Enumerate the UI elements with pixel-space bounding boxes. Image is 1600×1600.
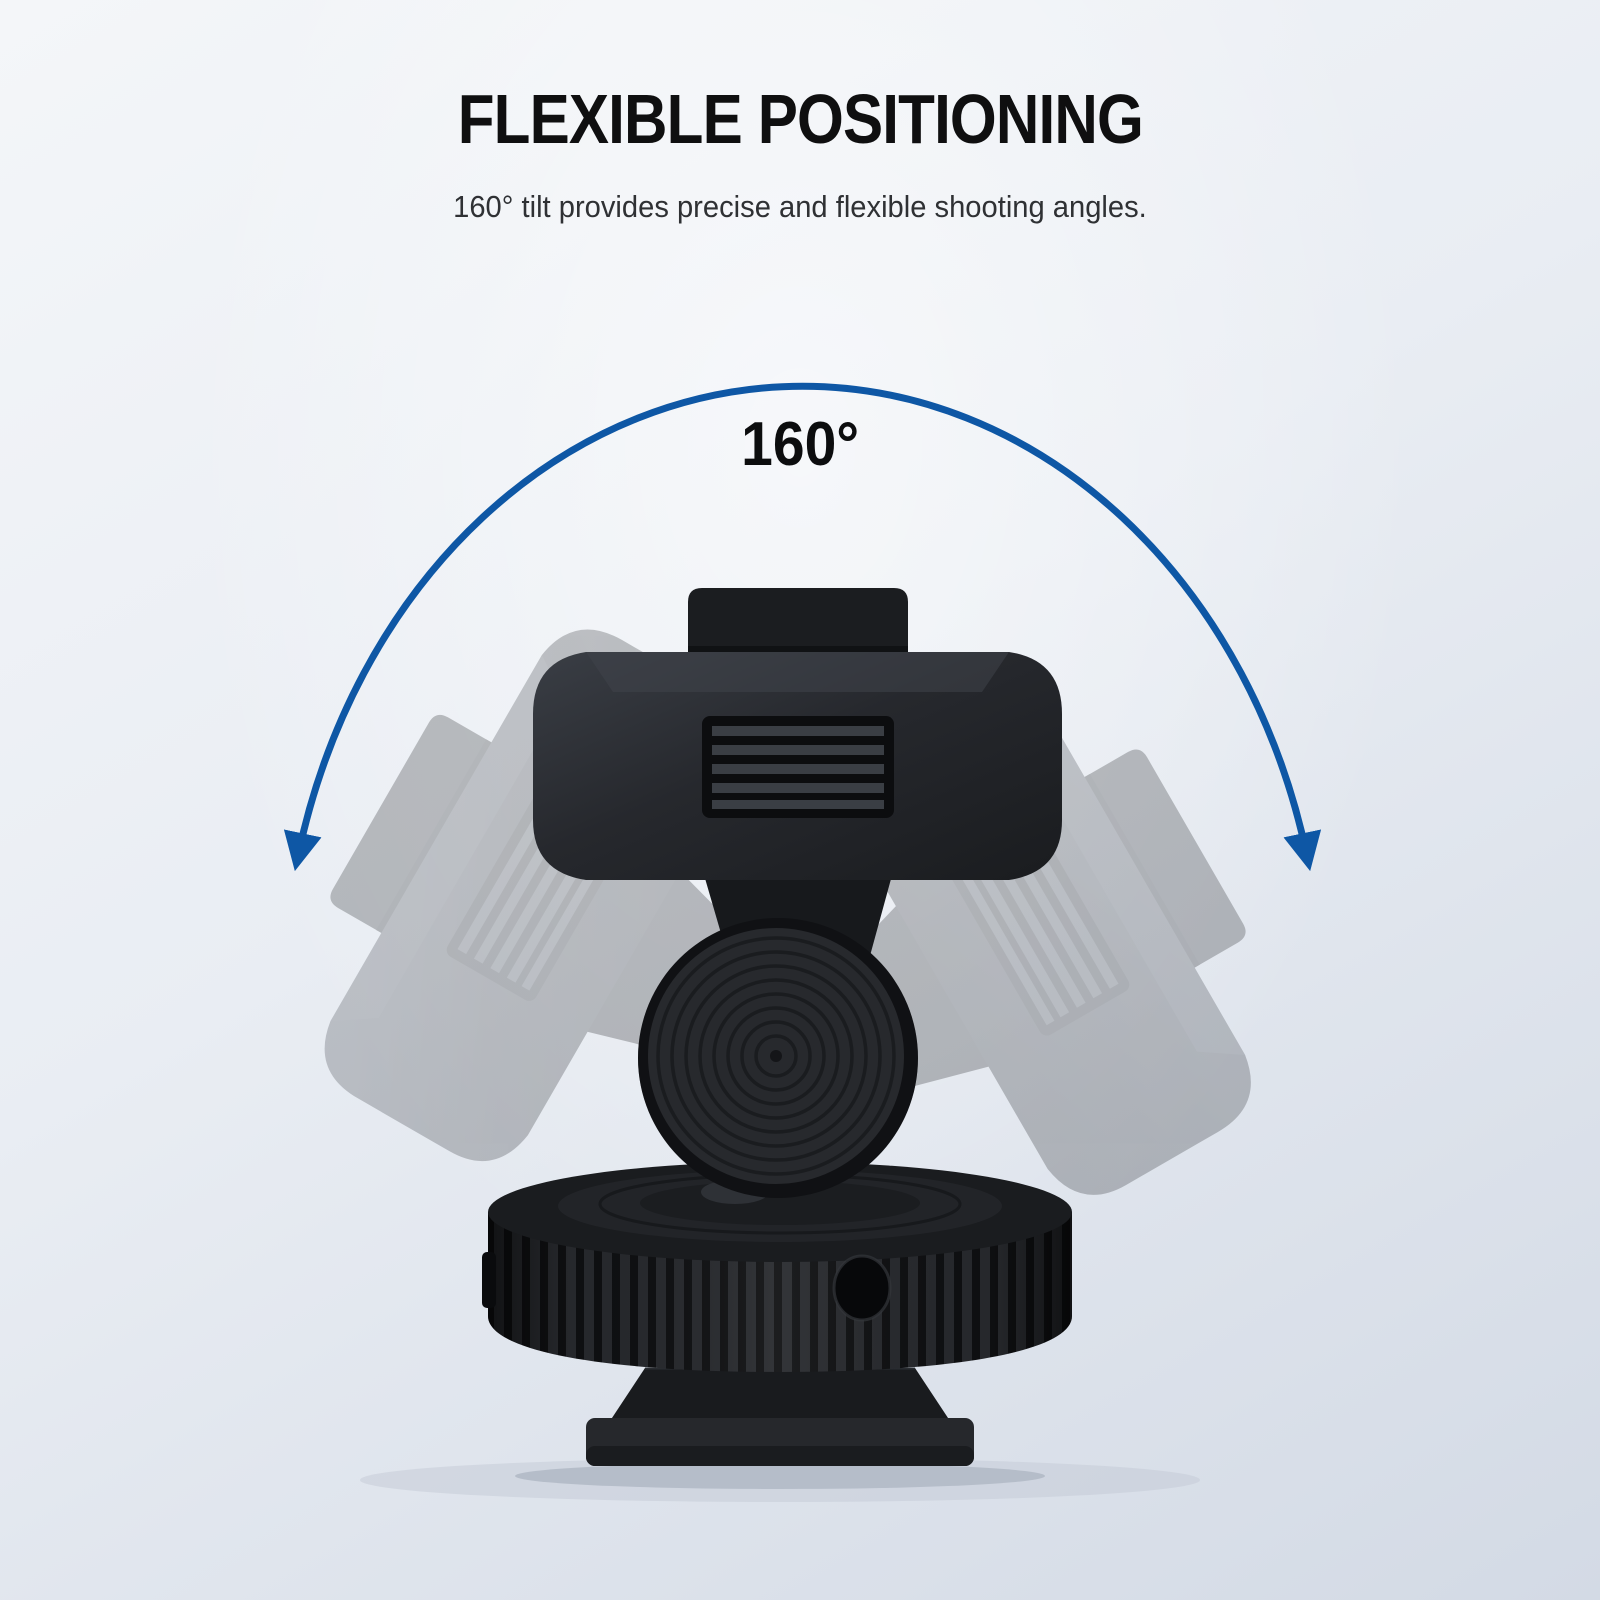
wheel-side-slot	[482, 1252, 496, 1308]
drop-shadow	[360, 1458, 1200, 1502]
locking-wheel	[482, 1162, 1072, 1372]
thread-hole	[834, 1256, 890, 1320]
tilt-arc-icon	[283, 382, 1322, 872]
page-subtitle: 160° tilt provides precise and flexible …	[0, 188, 1600, 225]
page-title: FLEXIBLE POSITIONING	[0, 84, 1600, 154]
page-title-text: FLEXIBLE POSITIONING	[457, 80, 1143, 158]
cold-shoe-base	[586, 1366, 974, 1466]
page-subtitle-text: 160° tilt provides precise and flexible …	[453, 189, 1147, 224]
tilt-angle-label: 160°	[0, 414, 1600, 476]
tilt-angle-text: 160°	[741, 410, 859, 479]
